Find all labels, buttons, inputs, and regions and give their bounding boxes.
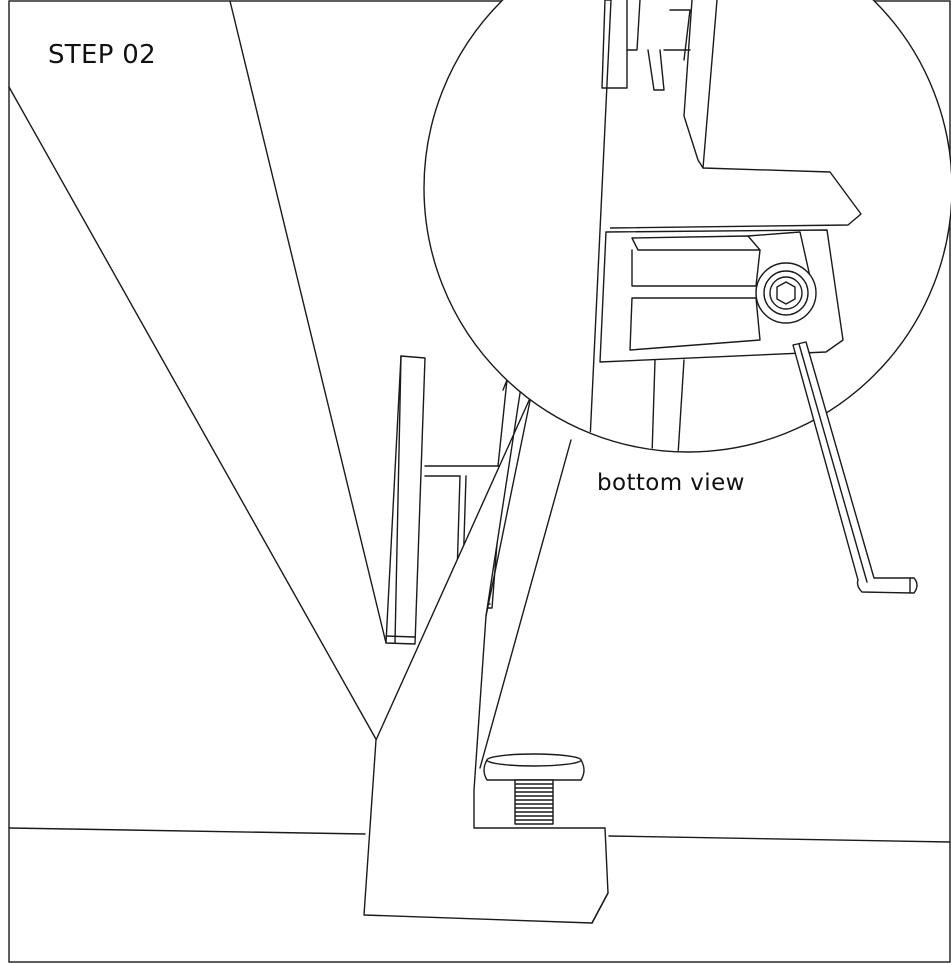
hex-socket-screw-icon [755, 262, 817, 324]
frame-border [8, 0, 951, 963]
perspective-line-left [8, 86, 378, 742]
detail-rod [651, 359, 685, 451]
clamp-foot-chamfer [591, 892, 609, 924]
detail-post-left [589, 0, 612, 441]
bottom-view-detail [423, 0, 951, 594]
detail-upper-notch [669, 9, 691, 61]
allen-key-body [792, 341, 918, 594]
allen-key-icon [792, 341, 918, 594]
detail-slot-side [747, 231, 814, 291]
allen-key-edge [798, 343, 868, 583]
detail-upper-bracket [609, 0, 862, 229]
detail-slot-2 [629, 297, 761, 351]
screw-hex-socket [776, 281, 796, 305]
thumb-screw-shaft [514, 779, 554, 825]
detail-slot-1 [631, 249, 761, 287]
clamp-body-edge [485, 395, 532, 617]
thumb-screw-knob-top [486, 753, 582, 767]
tabletop-edge-right [608, 835, 951, 843]
clamp-body-face [479, 439, 572, 769]
table-surface-lines [8, 0, 951, 843]
detail-caption: bottom view [597, 470, 745, 496]
pad-plate-bottom-face [385, 635, 416, 638]
tabletop-edge-left [8, 827, 366, 835]
thumb-screw-threads [514, 783, 554, 821]
perspective-line-mid [229, 0, 387, 644]
pad-plate [385, 355, 426, 645]
step-title: STEP 02 [48, 40, 156, 70]
screw-head-ring [769, 276, 803, 310]
thumb-screw-icon [483, 753, 585, 825]
detail-post-cap [601, 0, 628, 89]
detail-upper-bracket-edge [683, 0, 704, 169]
pad-plate-inner-edge [394, 355, 402, 644]
